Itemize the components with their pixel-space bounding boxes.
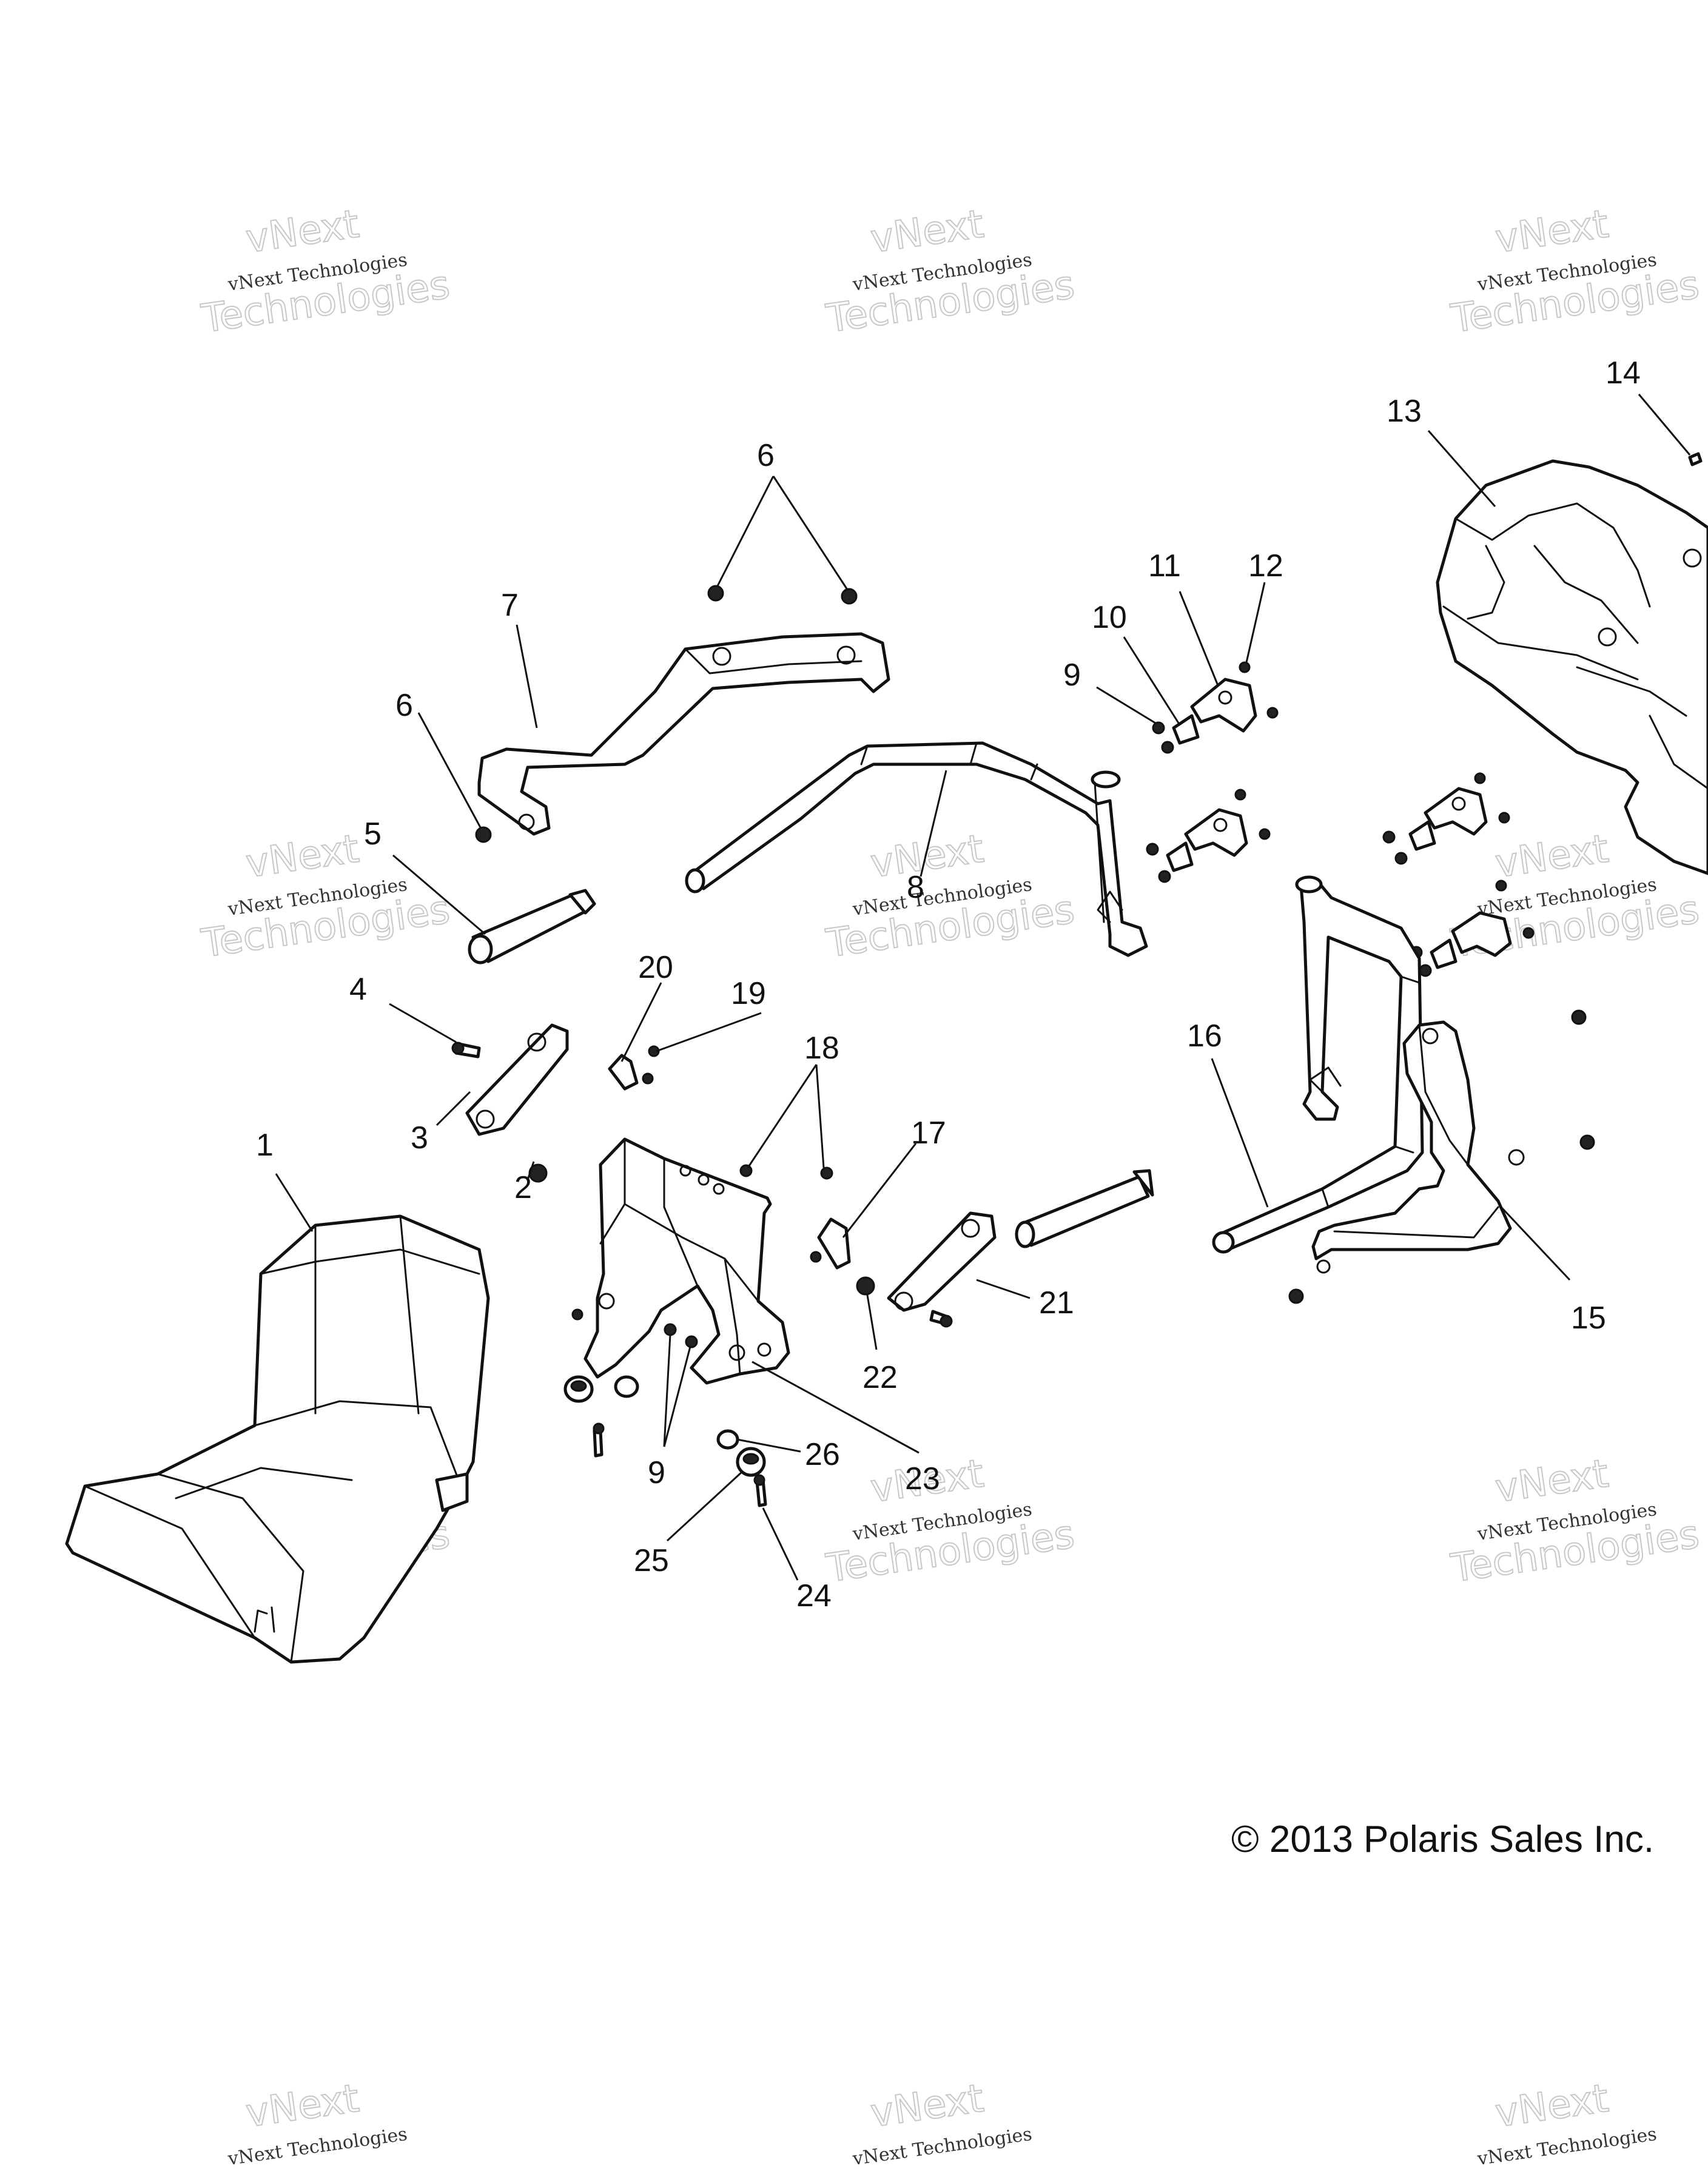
callout-label: 18 [804, 1031, 839, 1066]
part-clamp-lower-right [1410, 880, 1535, 977]
watermark-line1: vNext [1493, 2076, 1611, 2136]
callout-label: 15 [1571, 1301, 1606, 1336]
part-tube-frame-right [1212, 875, 1424, 1254]
callouts: 1 2 3 8 4 5 6 6 7 9 10 11 12 13 14 15 16… [256, 355, 1641, 1614]
part-grab-handle-left [477, 632, 890, 836]
watermark-line1: vNext [1493, 1452, 1611, 1512]
callout-label: 12 [1248, 548, 1283, 584]
callout-label: 14 [1605, 355, 1641, 391]
watermark-line1: vNext [868, 2076, 986, 2136]
callout-label: 2 [514, 1170, 532, 1205]
part-clamp-right [1382, 772, 1510, 865]
part-tube-frame [685, 741, 1148, 957]
copyright-notice: © 2013 Polaris Sales Inc. [1231, 1819, 1654, 1860]
watermark: vNext vNext Technologies [1476, 2076, 1658, 2170]
callout-label: 26 [805, 1437, 840, 1472]
watermark: vNext vNext Technologies Technologies [1448, 1451, 1703, 1592]
part-mount-bolt [593, 1422, 767, 1507]
callout-label: 11 [1148, 548, 1181, 584]
part-latch-left [465, 1023, 569, 1136]
watermark-line1: vNext [1493, 202, 1611, 262]
watermark: vNext vNext Technologies Technologies [823, 826, 1078, 968]
part-latch-right [887, 1211, 997, 1328]
watermark: vNext vNext Technologies [851, 2076, 1034, 2170]
watermark: vNext vNext Technologies Technologies [198, 201, 453, 343]
callout-label: 17 [911, 1116, 946, 1151]
part-rubber-mount [563, 1375, 766, 1477]
part-seat [65, 1214, 490, 1664]
callout-label: 6 [757, 438, 775, 473]
callout-label: 9 [648, 1455, 665, 1490]
callout-label: 9 [1063, 658, 1081, 693]
watermark-line1: vNext [243, 202, 361, 262]
part-tube-left [468, 889, 596, 964]
part-seat-frame [583, 1137, 790, 1385]
callout-label: 1 [256, 1128, 274, 1163]
part-clamp-upper [1152, 661, 1279, 754]
watermark: vNext vNext Technologies Technologies [823, 1451, 1078, 1592]
callout-label: 8 [907, 870, 924, 905]
part-nut [571, 1164, 833, 1348]
callout-label: 3 [411, 1120, 428, 1156]
callout-label: 20 [638, 950, 673, 985]
leader-lines [275, 394, 1691, 1581]
part-bolt-left [451, 1042, 481, 1058]
watermark-line1: vNext [243, 2076, 361, 2136]
watermark: vNext vNext Technologies Technologies [1448, 201, 1703, 343]
watermark-line1: vNext [868, 202, 986, 262]
callout-label: 19 [731, 976, 766, 1011]
part-fastener [475, 585, 858, 843]
callout-label: 4 [349, 972, 367, 1007]
callout-label: 6 [395, 688, 413, 723]
callout-label: 5 [364, 816, 382, 852]
part-housing [1436, 459, 1708, 875]
watermark: vNext vNext Technologies [226, 2076, 409, 2170]
callout-label: 13 [1387, 394, 1422, 429]
callout-label: 16 [1187, 1018, 1222, 1054]
watermark: vNext vNext Technologies Technologies [198, 826, 453, 968]
callout-label: 7 [501, 588, 519, 623]
part-bracket-20 [608, 1054, 654, 1091]
part-screw-14 [1688, 452, 1703, 466]
part-grab-handle-right [1288, 1009, 1595, 1304]
watermark: vNext vNext Technologies Technologies [823, 201, 1078, 343]
part-clamp-middle [1146, 789, 1271, 883]
callout-label: 25 [634, 1543, 669, 1578]
callout-label: 23 [905, 1461, 940, 1496]
watermark-line1: vNext [1493, 827, 1611, 887]
callout-label: 10 [1092, 600, 1127, 635]
part-bracket-17 [810, 1217, 851, 1270]
watermark-line1: vNext [243, 827, 361, 887]
callout-label: 21 [1039, 1285, 1074, 1321]
callout-label: 24 [796, 1578, 832, 1614]
part-tube-right [1015, 1169, 1154, 1248]
callout-label: 22 [862, 1360, 898, 1395]
part-spring-right [856, 1276, 875, 1296]
watermark-line1: vNext [868, 827, 986, 887]
